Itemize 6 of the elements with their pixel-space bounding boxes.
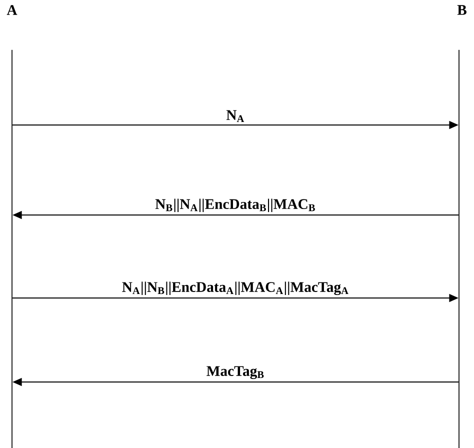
lifeline-label: A	[6, 5, 18, 15]
message-label: MacTag$_{B}$	[206, 366, 264, 380]
message-label: N$_{B}$||N$_{A}$||EncData$_{B}$||MAC$_{B}$	[155, 198, 315, 212]
lifeline-label: B	[457, 5, 466, 15]
message-label: N$_{A}$	[226, 110, 244, 122]
message-label: N$_{A}$||N$_{B}$||EncData$_{A}$||MAC$_{A}$||MacTag$_{A}$	[122, 282, 348, 296]
